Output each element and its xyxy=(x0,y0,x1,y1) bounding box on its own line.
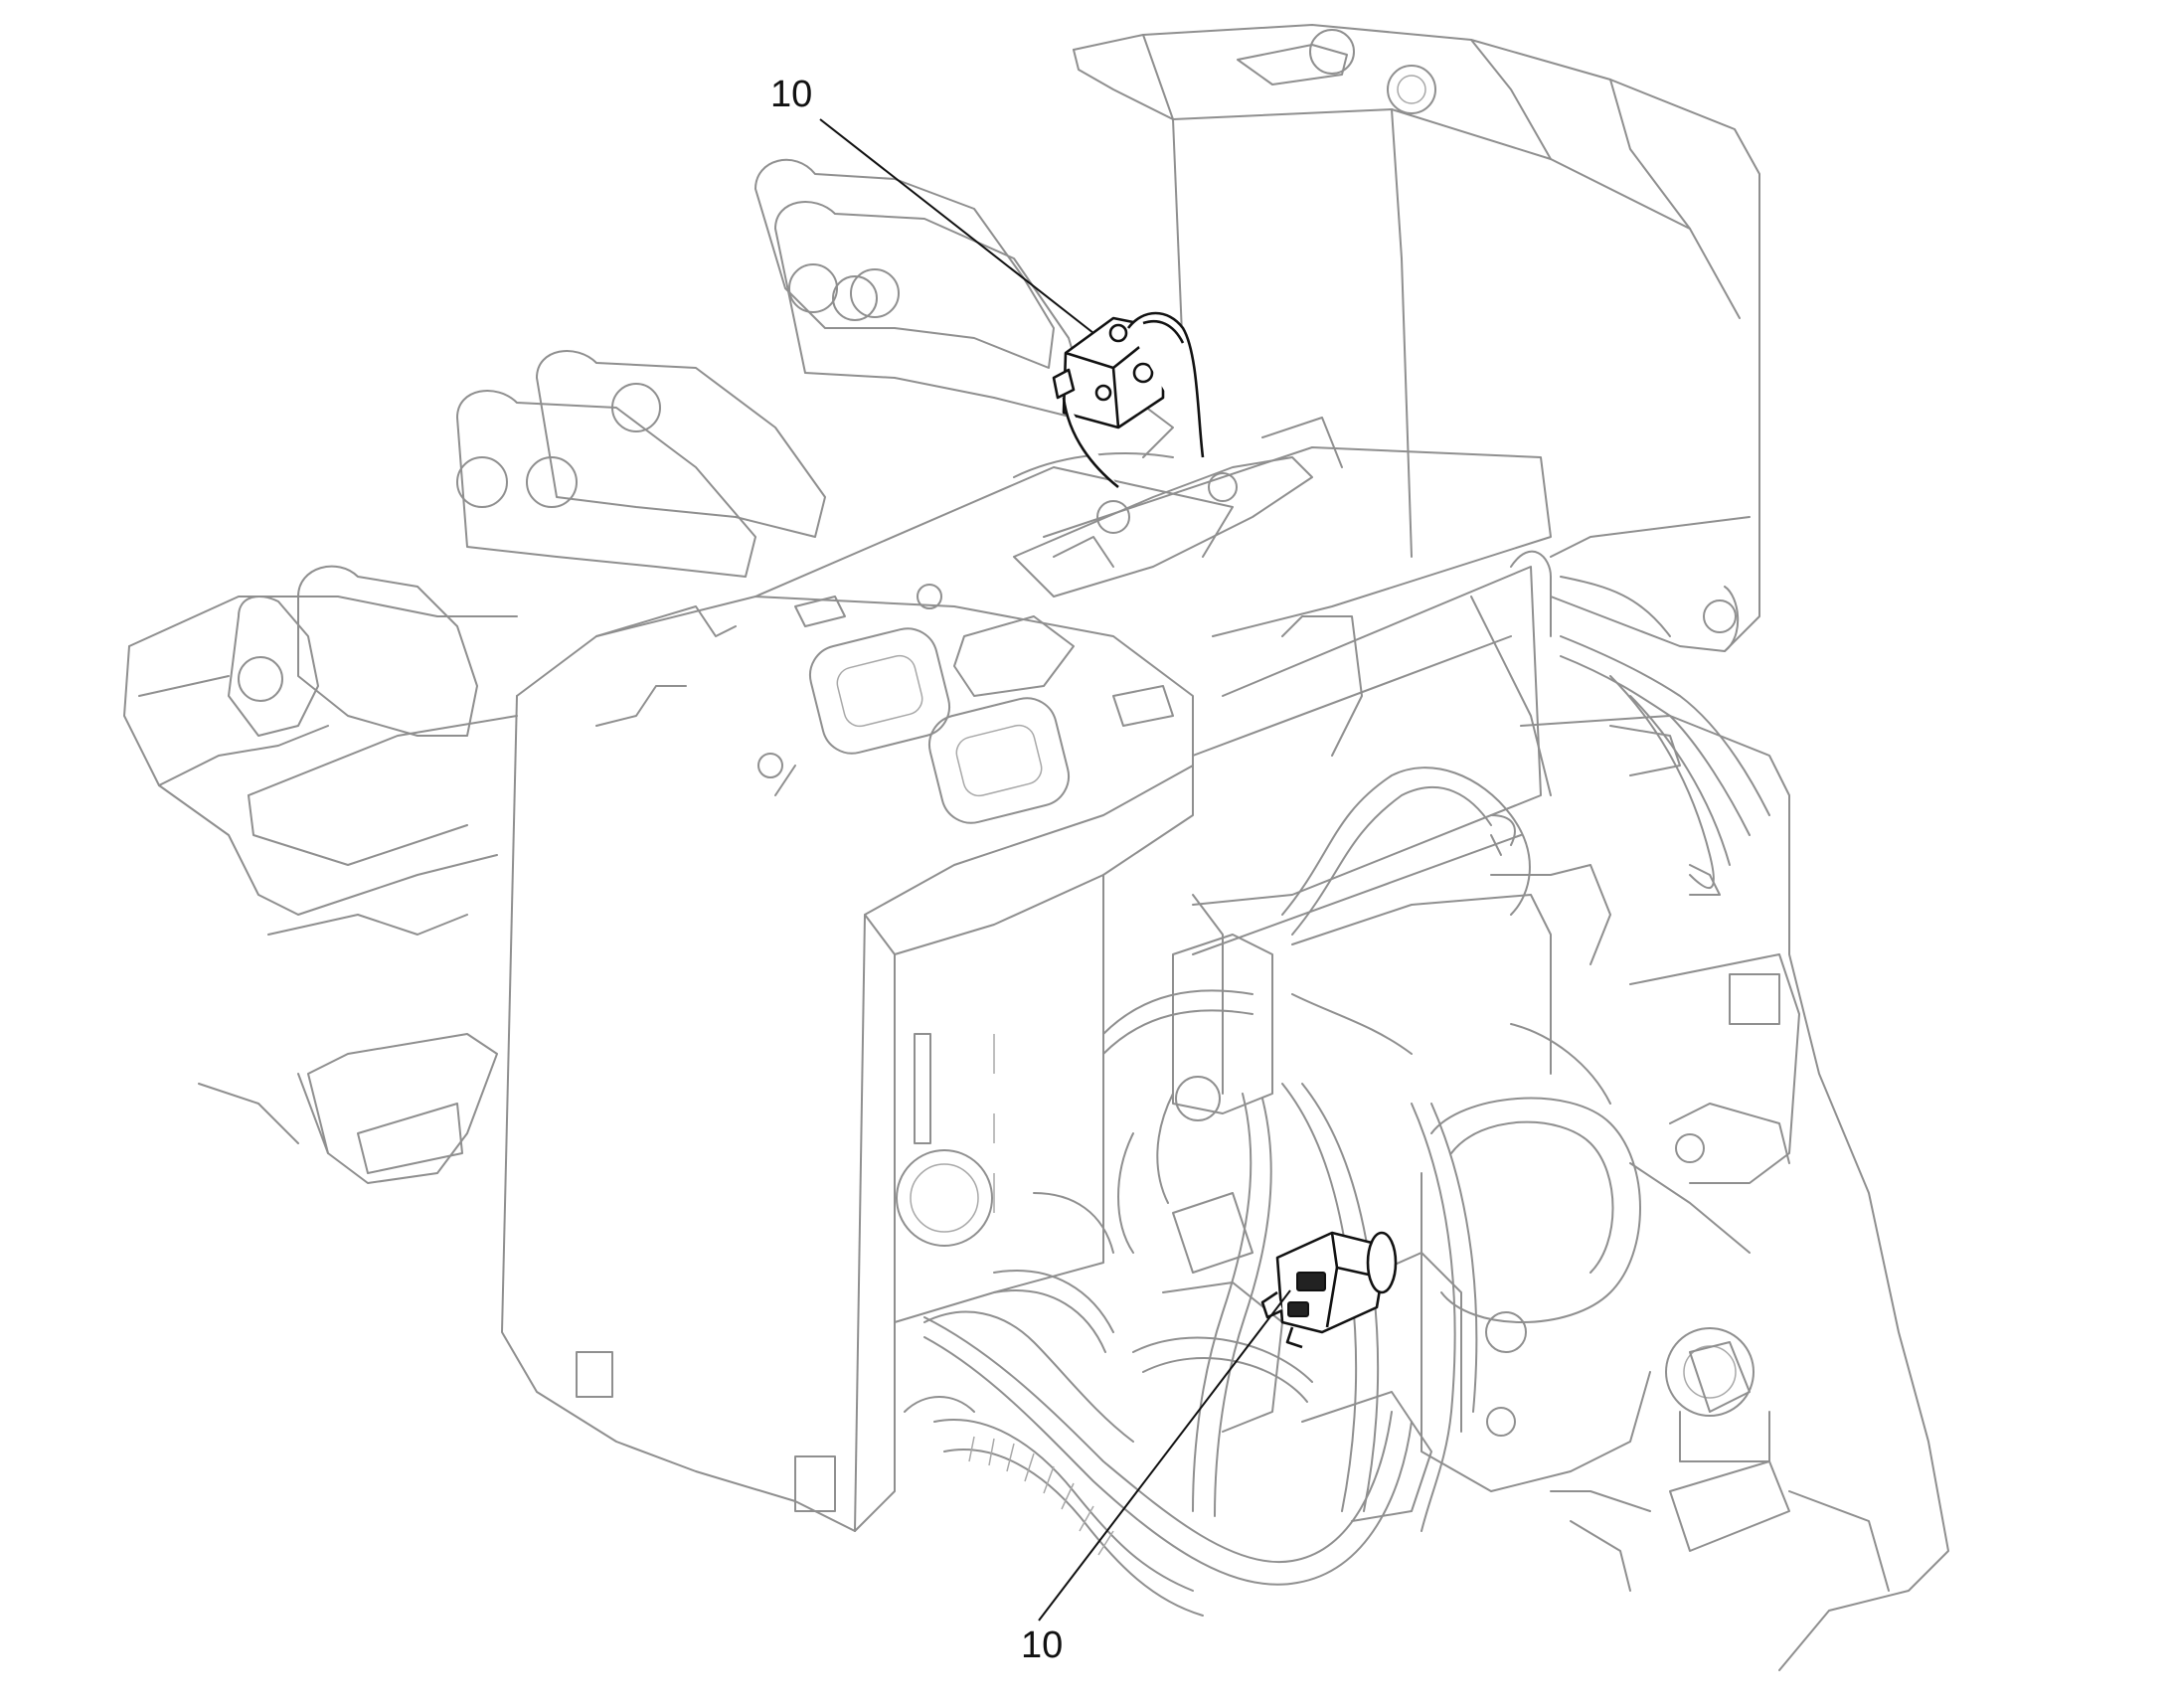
valve-block-part-10-top xyxy=(1052,311,1205,489)
engine-bay-frame xyxy=(1043,446,1751,1095)
callout-label: 10 xyxy=(770,74,813,115)
callout-label: 10 xyxy=(1021,1624,1064,1666)
leader-line-bottom xyxy=(1038,1289,1291,1622)
rear-frame-pivot xyxy=(1490,715,1949,1671)
tank-housing xyxy=(501,596,1194,1532)
loader-tower-brackets xyxy=(228,158,1085,737)
mid-cylinder-assembly xyxy=(1013,397,1343,598)
rear-hood-outline xyxy=(1073,24,1760,652)
leader-line-top xyxy=(819,118,1094,334)
engine-transmission xyxy=(1117,894,1651,1522)
corrugated-hoses xyxy=(904,1192,1204,1617)
pump-block-part-10-bottom xyxy=(1260,1231,1398,1349)
tank-top-deck xyxy=(754,466,1234,824)
front-chassis-frame xyxy=(123,596,518,1184)
upper-right-hoses xyxy=(1560,576,1770,896)
